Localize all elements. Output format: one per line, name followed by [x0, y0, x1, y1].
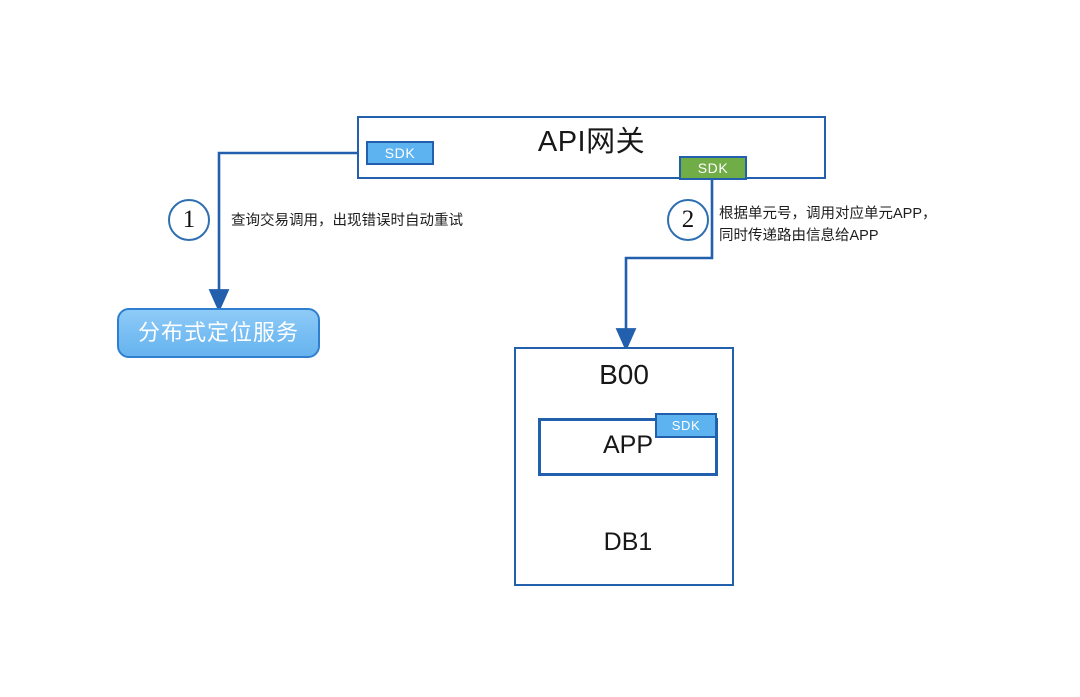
api-gateway-title: API网关: [537, 126, 646, 158]
gateway-sdk-badge-left: SDK: [366, 141, 434, 165]
api-gateway-box: [357, 116, 826, 179]
app-sdk-badge: SDK: [655, 413, 717, 438]
unit-b00-title: B00: [599, 359, 649, 390]
gateway-sdk-badge-bottom: SDK: [679, 156, 747, 180]
app-title: APP: [602, 431, 654, 459]
step-label-2: 根据单元号，调用对应单元APP， 同时传递路由信息给APP: [719, 206, 937, 244]
distributed-locator-service-box: 分布式定位服务: [117, 308, 320, 358]
step-marker-1: 1: [168, 199, 210, 241]
app-box: [538, 418, 718, 476]
step-marker-2: 2: [667, 199, 709, 241]
step-label-1: 查询交易调用，出现错误时自动重试: [231, 213, 463, 229]
database-label: DB1: [603, 528, 653, 556]
